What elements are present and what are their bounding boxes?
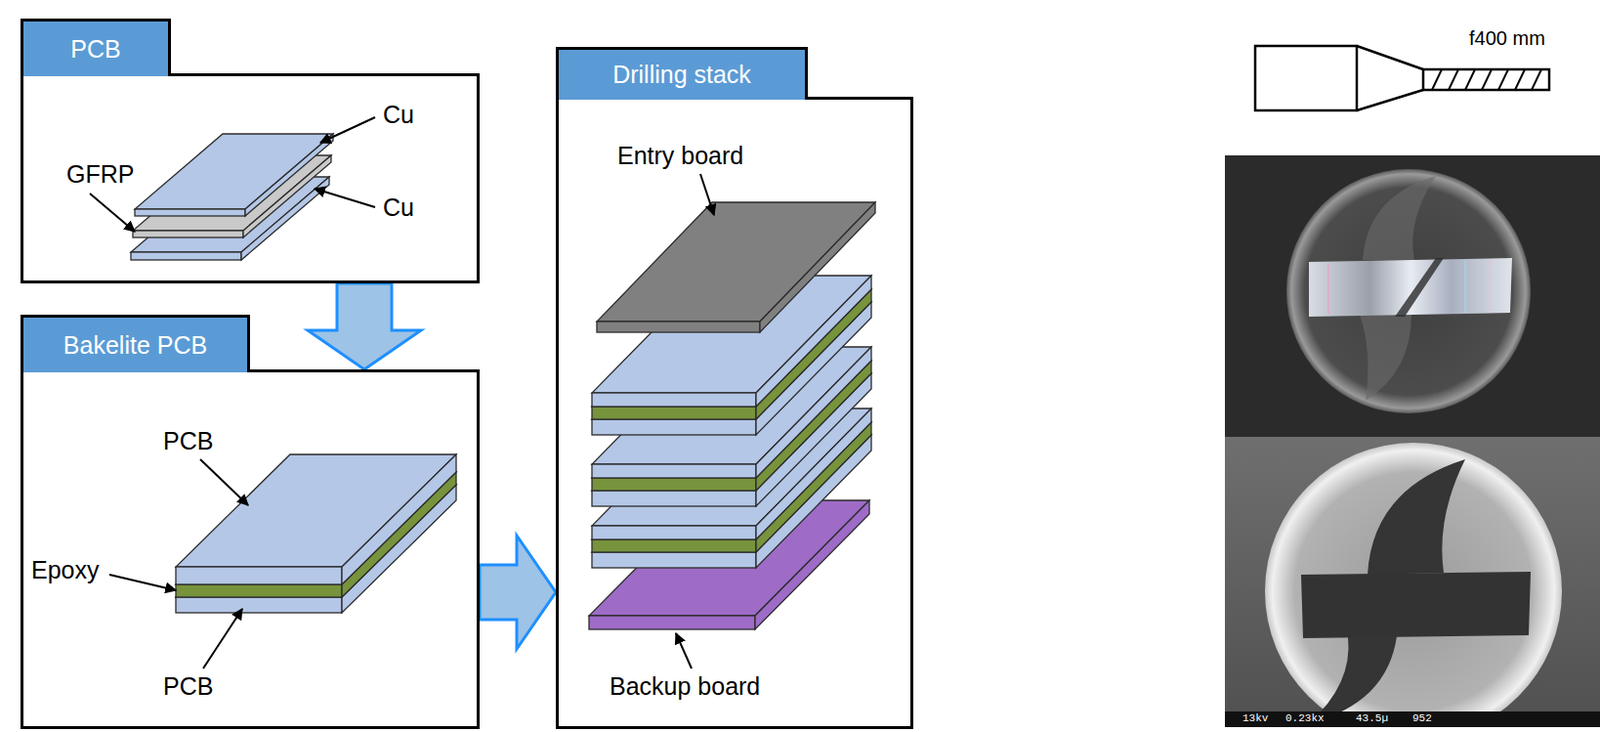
part-label: GFRP bbox=[66, 160, 134, 189]
panel-tab: Bakelite PCB bbox=[20, 314, 251, 373]
drilling-stack bbox=[759, 202, 876, 333]
sem-photo bbox=[1224, 436, 1600, 727]
drill-symbol bbox=[1431, 69, 1542, 90]
drilling-stack bbox=[589, 202, 876, 630]
sem-info-text: 952 bbox=[1412, 712, 1432, 725]
part-label: f400 mm bbox=[1469, 27, 1546, 50]
pcb-plates bbox=[134, 133, 334, 210]
drill-symbol bbox=[1255, 45, 1550, 111]
sem-photo bbox=[1301, 571, 1531, 638]
pcb-plates bbox=[130, 133, 334, 260]
panel-box: Drilling stack bbox=[555, 96, 914, 729]
drill-symbol bbox=[1515, 69, 1525, 90]
block-arrow bbox=[479, 535, 556, 649]
pcb-plates bbox=[132, 230, 244, 238]
panel-title: Bakelite PCB bbox=[63, 331, 208, 360]
panel-box: Bakelite PCB bbox=[20, 369, 480, 729]
leader-line bbox=[109, 574, 176, 590]
microscope-photo bbox=[1362, 175, 1436, 260]
leader-line bbox=[700, 173, 715, 215]
bakelite-pcb-stack bbox=[175, 566, 342, 585]
bakelite-pcb-stack bbox=[175, 584, 342, 597]
drill-symbol bbox=[1448, 69, 1459, 90]
drill-symbol bbox=[1531, 69, 1542, 90]
microscope-photo bbox=[1359, 314, 1412, 401]
panel-title: PCB bbox=[70, 35, 121, 64]
microscope-photo bbox=[1286, 168, 1531, 414]
pcb-plates bbox=[134, 209, 246, 216]
sem-info-text: 13kv bbox=[1242, 712, 1268, 725]
leader-line bbox=[314, 188, 376, 208]
microscope-photo bbox=[1488, 259, 1491, 313]
leader-line bbox=[320, 117, 376, 143]
drilling-stack bbox=[596, 202, 876, 322]
pcb-plates bbox=[245, 133, 334, 216]
drill-symbol bbox=[1431, 69, 1442, 90]
panel-title: Drilling stack bbox=[612, 60, 752, 89]
microscope-photo bbox=[1224, 155, 1600, 437]
part-label: Entry board bbox=[617, 141, 744, 170]
leader-line bbox=[200, 459, 249, 506]
drill-symbol bbox=[1423, 69, 1550, 90]
sem-photo bbox=[1264, 442, 1562, 727]
drilling-stack bbox=[596, 321, 760, 333]
drill-symbol bbox=[1498, 69, 1509, 90]
drilling-stack bbox=[589, 615, 756, 630]
microscope-photo bbox=[1394, 257, 1444, 317]
sem-photo bbox=[1308, 635, 1397, 723]
panel-tab: PCB bbox=[20, 18, 171, 77]
bakelite-pcb-stack bbox=[341, 454, 457, 585]
leader-line bbox=[675, 632, 692, 669]
part-label: Cu bbox=[382, 100, 415, 129]
drill-symbol bbox=[1356, 45, 1424, 111]
bakelite-pcb-stack bbox=[175, 596, 342, 613]
drill-symbol bbox=[1465, 69, 1475, 90]
microscope-photo bbox=[1308, 257, 1513, 317]
pcb-plates bbox=[130, 252, 242, 260]
panel-tab: Drilling stack bbox=[555, 46, 808, 100]
leader-line bbox=[89, 193, 135, 232]
sem-info-text: 43.5µ bbox=[1355, 712, 1389, 725]
leader-line bbox=[89, 117, 715, 669]
microscope-photo bbox=[1464, 259, 1467, 313]
part-label: PCB bbox=[163, 426, 213, 456]
drill-symbol bbox=[1255, 45, 1357, 111]
microscope-photo bbox=[1327, 263, 1330, 315]
drill-symbol bbox=[1481, 69, 1492, 90]
sem-info-text: 0.23kx bbox=[1285, 712, 1325, 725]
leader-line bbox=[203, 608, 243, 669]
part-label: Cu bbox=[382, 193, 415, 222]
part-label: Backup board bbox=[609, 672, 760, 701]
microscope-photo bbox=[1224, 155, 1600, 437]
part-label: Epoxy bbox=[31, 555, 99, 585]
block-arrow bbox=[307, 283, 422, 370]
sem-photo bbox=[1224, 711, 1600, 727]
sem-photo bbox=[1367, 459, 1466, 575]
part-label: PCB bbox=[163, 672, 213, 701]
bakelite-pcb-stack bbox=[175, 454, 457, 613]
